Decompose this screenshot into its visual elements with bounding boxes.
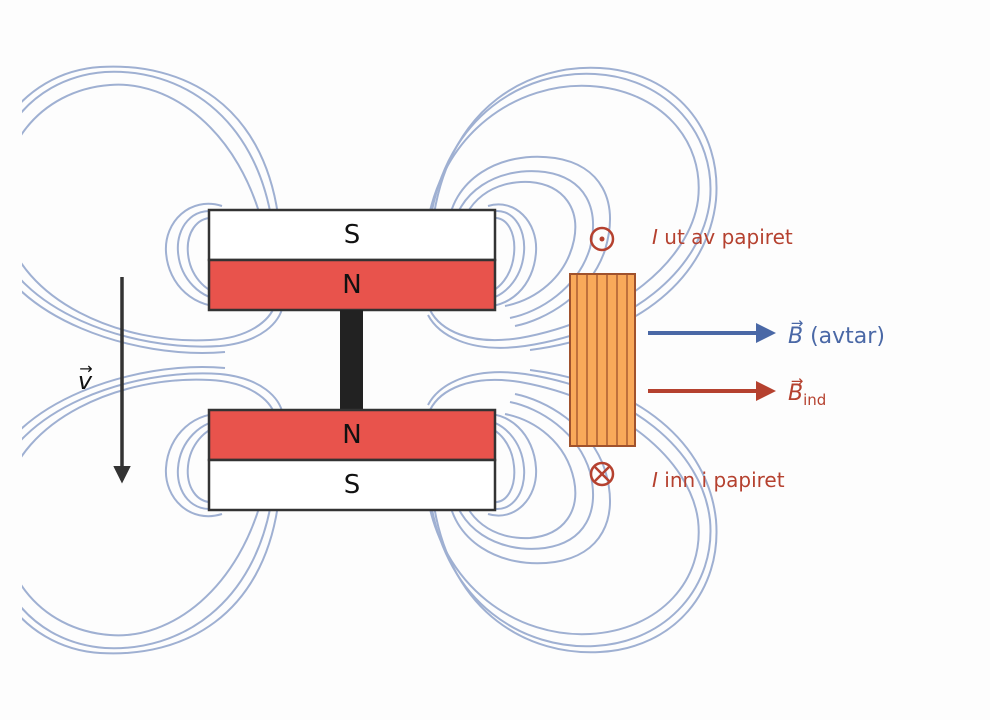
field-line — [164, 412, 229, 518]
induced-field-subscript: ind — [803, 391, 826, 409]
magnetic-field-lines — [22, 65, 718, 655]
decreasing-field-arrow-mark: → — [791, 314, 804, 332]
current-in-symbol: I — [652, 468, 658, 492]
field-line — [22, 366, 279, 655]
current-in-label: I inn i papiret — [652, 468, 785, 492]
decreasing-field-label: B (avtar) — [788, 324, 885, 349]
cross-in-circle-icon — [589, 461, 615, 487]
velocity-label: v — [78, 367, 93, 395]
field-line — [447, 393, 611, 565]
field-line — [22, 70, 284, 348]
current-in-text: inn i papiret — [658, 468, 785, 492]
field-line — [176, 210, 227, 301]
field-line — [22, 83, 276, 342]
magnet-bottom: N S — [207, 408, 497, 512]
dot-in-circle-icon — [589, 226, 615, 252]
coil-windings — [576, 274, 628, 446]
connecting-rod — [340, 310, 363, 410]
field-line — [459, 413, 577, 540]
magnet-bottom-south-label: S — [344, 470, 361, 500]
field-line — [427, 72, 712, 349]
field-line — [433, 66, 718, 351]
field-line — [451, 170, 594, 319]
magnet-top: S N — [207, 208, 497, 312]
field-line — [164, 202, 229, 308]
field-line — [22, 378, 276, 637]
decreasing-field-symbol: B — [788, 324, 803, 349]
magnet-top-north-label: N — [342, 270, 361, 300]
field-line — [451, 401, 594, 550]
coil — [569, 273, 636, 447]
induced-field-symbol: B — [788, 381, 803, 406]
current-out-text: ut av papiret — [658, 225, 793, 249]
coil-body — [569, 273, 636, 447]
field-line — [425, 378, 700, 636]
induced-field-label: Bind — [788, 381, 826, 409]
field-line — [427, 371, 712, 648]
current-out-label: I ut av papiret — [652, 225, 793, 249]
velocity-label-arrow: → — [79, 359, 92, 378]
field-line — [22, 372, 284, 650]
field-line — [479, 210, 526, 301]
field-line — [477, 203, 538, 308]
field-line — [22, 65, 279, 354]
magnet-top-south-pole — [207, 208, 497, 262]
magnet-bottom-south-pole — [207, 458, 497, 512]
magnet-bottom-north-label: N — [342, 420, 361, 450]
magnet-top-south-label: S — [344, 220, 361, 250]
field-line — [433, 369, 718, 654]
field-line — [447, 155, 611, 327]
current-out-symbol: I — [652, 225, 658, 249]
field-line — [459, 180, 577, 307]
field-line — [425, 84, 700, 342]
field-line — [176, 419, 227, 510]
decreasing-field-text: (avtar) — [803, 324, 885, 349]
field-line — [479, 419, 526, 510]
field-line — [477, 412, 538, 517]
field-line — [186, 216, 223, 295]
field-line — [186, 425, 223, 504]
induced-field-arrow-mark: → — [791, 372, 804, 390]
